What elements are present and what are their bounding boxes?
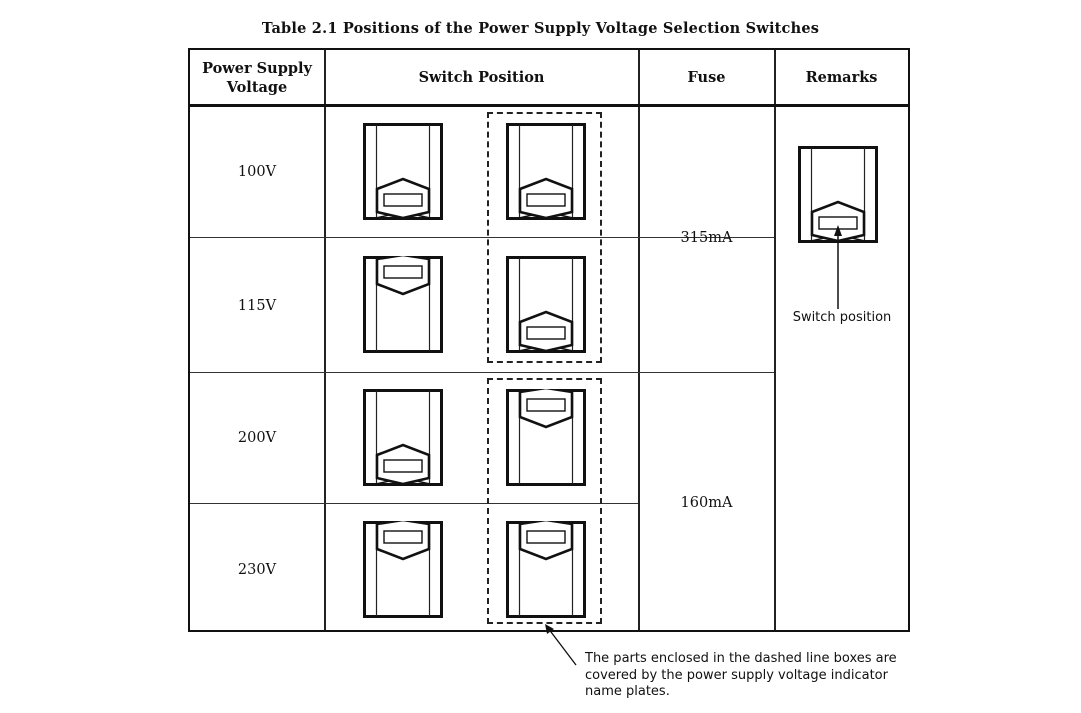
footnote-line: covered by the power supply voltage indi… (585, 667, 888, 683)
switch-knob-window (526, 326, 566, 340)
voltage-cell-100v: 100V (237, 163, 277, 180)
switch-position-arrow-icon (834, 225, 842, 309)
switch-knob-window (383, 459, 423, 473)
header-rule (190, 104, 908, 107)
switch-knob-window (526, 193, 566, 207)
nameplate-dashed-box (487, 378, 602, 624)
switch-knob-window (383, 530, 423, 544)
switch-knob-window (526, 530, 566, 544)
switch-diagram-230v-left (363, 521, 443, 618)
column-divider (638, 50, 640, 630)
voltage-switch-table: Power Supply Voltage Switch Position Fus… (188, 48, 910, 632)
footnote-leader-arrow-icon (545, 624, 577, 666)
switch-knob-window (526, 398, 566, 412)
switch-diagram-115v-right (506, 256, 586, 353)
switch-diagram-200v-right (506, 389, 586, 486)
row-divider (190, 372, 774, 374)
table-caption: Table 2.1 Positions of the Power Supply … (261, 20, 820, 37)
column-divider (774, 50, 776, 630)
header-voltage-line1: Power Supply (202, 59, 312, 77)
switch-diagram-200v-left (363, 389, 443, 486)
voltage-cell-115v: 115V (237, 297, 277, 314)
row-divider (190, 503, 638, 505)
voltage-cell-200v: 200V (237, 429, 277, 446)
header-fuse: Fuse (687, 69, 726, 86)
header-remarks: Remarks (805, 69, 878, 86)
footnote-line: name plates. (585, 684, 670, 699)
nameplate-dashed-box (487, 112, 602, 363)
fuse-cell-160ma: 160mA (680, 494, 733, 511)
switch-diagram-115v-left (363, 256, 443, 353)
column-divider (324, 50, 326, 630)
switch-diagram-230v-right (506, 521, 586, 618)
voltage-cell-230v: 230V (237, 561, 277, 578)
header-voltage-line2: Voltage (226, 78, 288, 96)
fuse-cell-315ma: 315mA (680, 229, 733, 246)
switch-knob-window (383, 265, 423, 279)
row-divider (190, 237, 774, 239)
switch-diagram-100v-right (506, 123, 586, 220)
footnote: The parts enclosed in the dashed line bo… (585, 651, 945, 701)
remarks-label: Switch position (792, 310, 892, 325)
header-switch-position: Switch Position (418, 69, 545, 86)
switch-knob-window (383, 193, 423, 207)
switch-diagram-100v-left (363, 123, 443, 220)
footnote-line: The parts enclosed in the dashed line bo… (585, 651, 897, 666)
header-voltage: Power Supply Voltage (190, 50, 324, 105)
remarks-switch-diagram (798, 146, 878, 243)
